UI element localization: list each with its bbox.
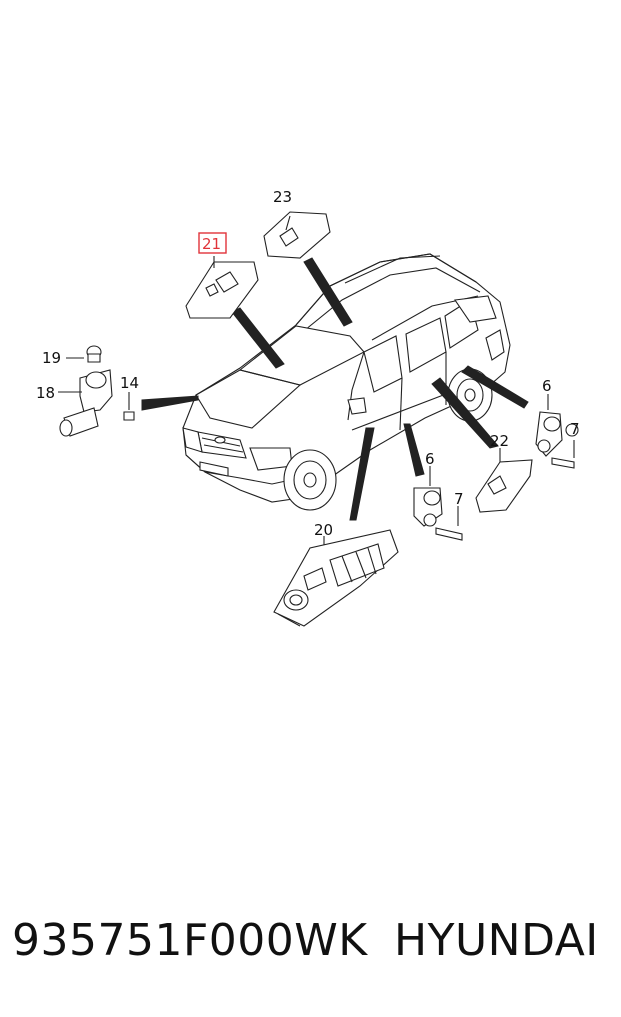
callout-23: 23 [273, 188, 292, 206]
part-22-rear-door-switch [475, 448, 533, 513]
parts-diagram: 23 21 19 18 14 6 7 22 6 7 20 [36, 188, 580, 627]
callout-7-right: 7 [570, 420, 580, 438]
part-6-door-switch-center [413, 466, 463, 541]
callout-6-center: 6 [425, 450, 435, 468]
part-18-sensor-assembly [58, 345, 135, 437]
callout-14: 14 [120, 374, 139, 392]
footer: 935751F000WK HYUNDAI [0, 905, 621, 985]
callout-7-center: 7 [454, 490, 464, 508]
callout-21: 21 [202, 235, 221, 253]
part-21-front-window-switch [185, 256, 259, 319]
callout-6-right: 6 [542, 377, 552, 395]
vehicle-illustration [182, 253, 511, 511]
callout-20: 20 [314, 521, 333, 539]
part-20-master-switch [273, 529, 399, 627]
part-23-rear-window-switch [263, 211, 331, 259]
callout-18: 18 [36, 384, 55, 402]
callout-19: 19 [42, 349, 61, 367]
callout-22: 22 [490, 432, 509, 450]
callout-labels: 23 21 19 18 14 6 7 22 6 7 20 [36, 188, 580, 539]
brand-name: HYUNDAI [394, 915, 599, 966]
part-6-door-switch-right [535, 394, 579, 469]
leader-lines [141, 257, 529, 521]
callout-21-highlight [198, 232, 227, 254]
part-number: 935751F000WK [12, 915, 368, 966]
